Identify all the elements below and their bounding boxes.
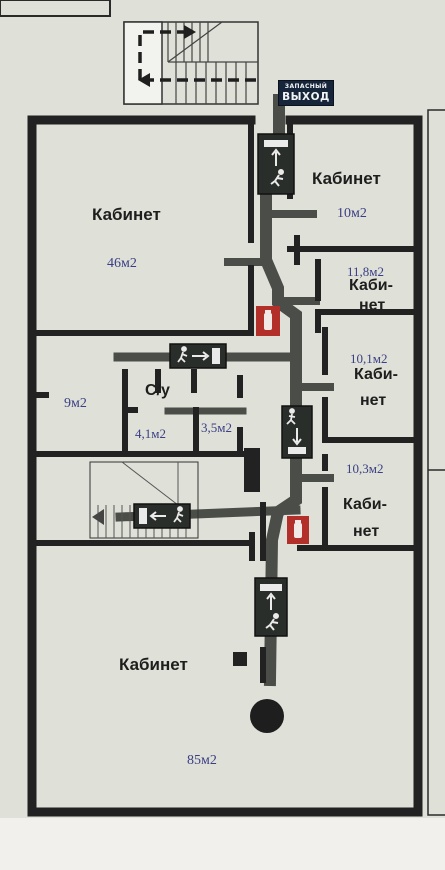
- exit-sign-line2: ВЫХОД: [282, 91, 330, 103]
- exit-direction-sign: [257, 133, 295, 195]
- room-label-right-4a: Каби-: [343, 496, 387, 513]
- room-label-right-2b: нет: [359, 297, 386, 314]
- exit-sign-line1: ЗАПАСНЫЙ: [284, 83, 328, 90]
- top-edge-frame: [0, 0, 111, 17]
- outer-wall: [27, 115, 423, 817]
- staircase-icon: [123, 21, 259, 105]
- room-label-right-4b: нет: [353, 523, 380, 540]
- running-man-icon: [177, 346, 188, 363]
- room-area-right-3: 10,1м2: [350, 351, 388, 366]
- room-label-top-right: Кабинет: [312, 169, 381, 188]
- exit-direction-sign: [133, 503, 191, 529]
- running-man-icon: [270, 169, 284, 187]
- arrow-icon: [184, 25, 196, 39]
- room-area-right-4: 10,3м2: [346, 461, 384, 476]
- outer-walls: [27, 115, 423, 817]
- room-area-top-left: 46м2: [107, 256, 137, 271]
- stair-route-dashed: [138, 30, 256, 82]
- room-area-right-2: 11,8м2: [347, 264, 384, 279]
- room-label-right-3a: Каби-: [354, 366, 398, 383]
- round-column: [250, 699, 284, 733]
- photo-bottom-margin: [0, 818, 445, 870]
- exit-direction-sign: [281, 405, 313, 459]
- arrow-icon: [92, 509, 104, 525]
- room-label-right-3b: нет: [360, 392, 387, 409]
- exit-direction-sign: [254, 577, 288, 637]
- room-label-top-left: Кабинет: [92, 205, 161, 224]
- structural-column: [244, 448, 260, 492]
- running-man-icon: [173, 506, 184, 523]
- arrow-icon: [138, 73, 150, 87]
- room-area-left-small: 9м2: [64, 396, 87, 411]
- fire-extinguisher-icon: [287, 516, 309, 544]
- room-area-storage: 3,5м2: [201, 420, 232, 435]
- room-area-top-right: 10м2: [337, 206, 367, 221]
- room-label-wc: С/у: [145, 382, 170, 399]
- interior-walls: [29, 117, 421, 683]
- exit-direction-sign: [169, 343, 227, 369]
- room-area-bottom: 85м2: [187, 753, 217, 768]
- exit-sign-icon: ЗАПАСНЫЙ ВЫХОД: [278, 80, 334, 106]
- room-area-wc: 4,1м2: [135, 426, 166, 441]
- fire-extinguisher-icon: [256, 306, 280, 336]
- running-man-icon: [286, 408, 296, 425]
- room-label-bottom: Кабинет: [119, 655, 188, 674]
- legend-edge: [427, 109, 445, 816]
- small-column: [233, 652, 247, 666]
- room-label-right-2a: Каби-: [349, 277, 393, 294]
- running-man-icon: [265, 613, 279, 631]
